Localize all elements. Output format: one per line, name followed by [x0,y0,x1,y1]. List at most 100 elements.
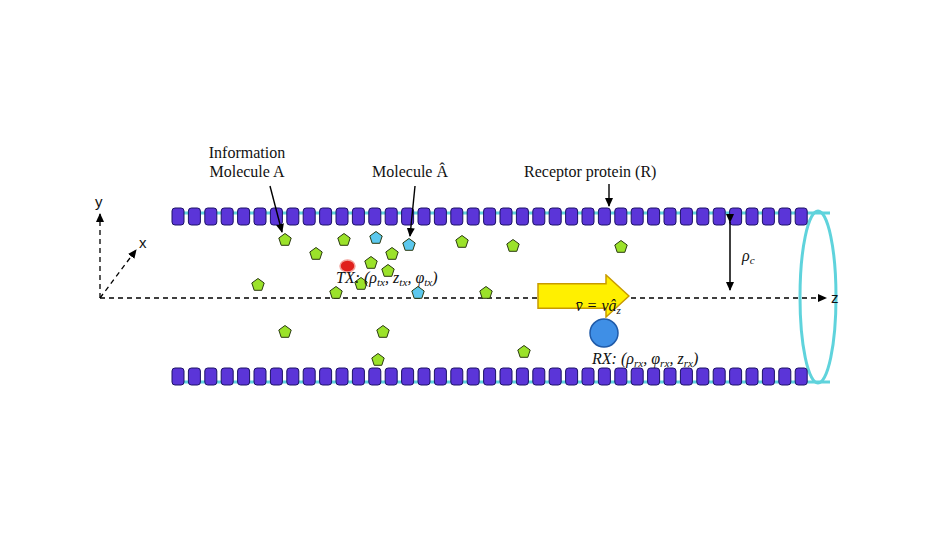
molecule [507,240,519,252]
molecule [456,236,468,248]
receptor-protein [336,368,348,385]
receptor-protein [287,208,299,225]
receptor-protein [451,368,463,385]
receptor-protein [500,208,512,225]
molecule [386,248,398,260]
receptor-protein [221,368,233,385]
receptor-protein [402,368,414,385]
flow-arrow-shape [538,275,629,317]
receptor-protein [320,208,332,225]
receptor-protein [369,208,381,225]
receptor-protein [697,368,709,385]
radius-arrow [729,222,731,290]
transmitter: TX: (ρtx, ztx, φtx) [339,259,356,273]
receptor-protein [221,208,233,225]
molecule [252,279,264,291]
node-label: RX: (ρrx, φrx, zrx) [592,349,698,368]
molecule [338,234,350,246]
receptor-protein [172,208,184,225]
receptor-protein [238,208,250,225]
flow-arrow: v̄ = vâz [537,274,630,318]
receptor-protein [664,368,676,385]
leader-line [608,184,609,206]
molecule [377,326,389,338]
receptor-protein [270,368,282,385]
molecule [279,234,291,246]
receptor-protein [615,368,627,385]
receptor-protein [549,208,561,225]
receptor-protein [713,368,725,385]
receptor-protein [205,208,217,225]
receptor-protein [779,208,791,225]
callout-label: Information Molecule A [188,143,306,181]
receptor-protein [188,208,200,225]
receptor-protein [648,208,660,225]
receptor-protein [746,208,758,225]
molecule [310,248,322,260]
receptor-protein [254,368,266,385]
receptor-protein [451,208,463,225]
receptor-protein [697,208,709,225]
receptor-protein [172,368,184,385]
receptor-protein [303,368,315,385]
receptor-protein [746,368,758,385]
receptor-protein [385,368,397,385]
receptor-protein [713,208,725,225]
receptor-protein [631,208,643,225]
receptor-protein [566,208,578,225]
molecule [279,326,291,338]
receptor-protein [500,368,512,385]
receptor-protein [287,368,299,385]
receptor-row [172,208,807,385]
receiver-circle [590,319,618,347]
axis-label: z [831,289,839,307]
receptor-protein [188,368,200,385]
leader-line [410,186,415,236]
receptor-protein [582,368,594,385]
receptor-protein [303,208,315,225]
receptor-protein [795,208,807,225]
receptor-protein [336,208,348,225]
receptor-protein [434,208,446,225]
receptor-protein [549,368,561,385]
receptor-protein [762,208,774,225]
receptor-protein [730,368,742,385]
receptor-protein [418,368,430,385]
receiver: RX: (ρrx, φrx, zrx) [589,318,619,348]
molecule [330,287,342,299]
molecule [365,257,377,269]
receptor-protein [795,368,807,385]
receptor-protein [418,208,430,225]
receptor-protein [352,208,364,225]
molecule [372,354,384,366]
channel-end [800,211,836,383]
axis-label: x [139,234,147,252]
receptor-protein [680,208,692,225]
x-axis [100,250,136,298]
receptor-protein [680,368,692,385]
z-axis [100,297,826,298]
node-label: v̄ = vâz [576,296,621,315]
receptor-protein [779,368,791,385]
receptor-protein [320,368,332,385]
receptor-protein [484,368,496,385]
receptor-protein [516,208,528,225]
molecule [403,239,415,251]
receptor-protein [516,368,528,385]
receptor-protein [238,368,250,385]
receptor-protein [664,208,676,225]
y-axis [99,214,100,298]
receptor-protein [598,208,610,225]
receptor-protein [533,368,545,385]
receptor-protein [631,368,643,385]
receptor-protein [533,208,545,225]
receptor-protein [615,208,627,225]
receptor-protein [385,208,397,225]
node-label: TX: (ρtx, ztx, φtx) [336,268,438,287]
molecule [370,232,382,244]
leader-line [270,186,282,232]
receptor-protein [484,208,496,225]
dimension-label: ρc [742,246,755,265]
